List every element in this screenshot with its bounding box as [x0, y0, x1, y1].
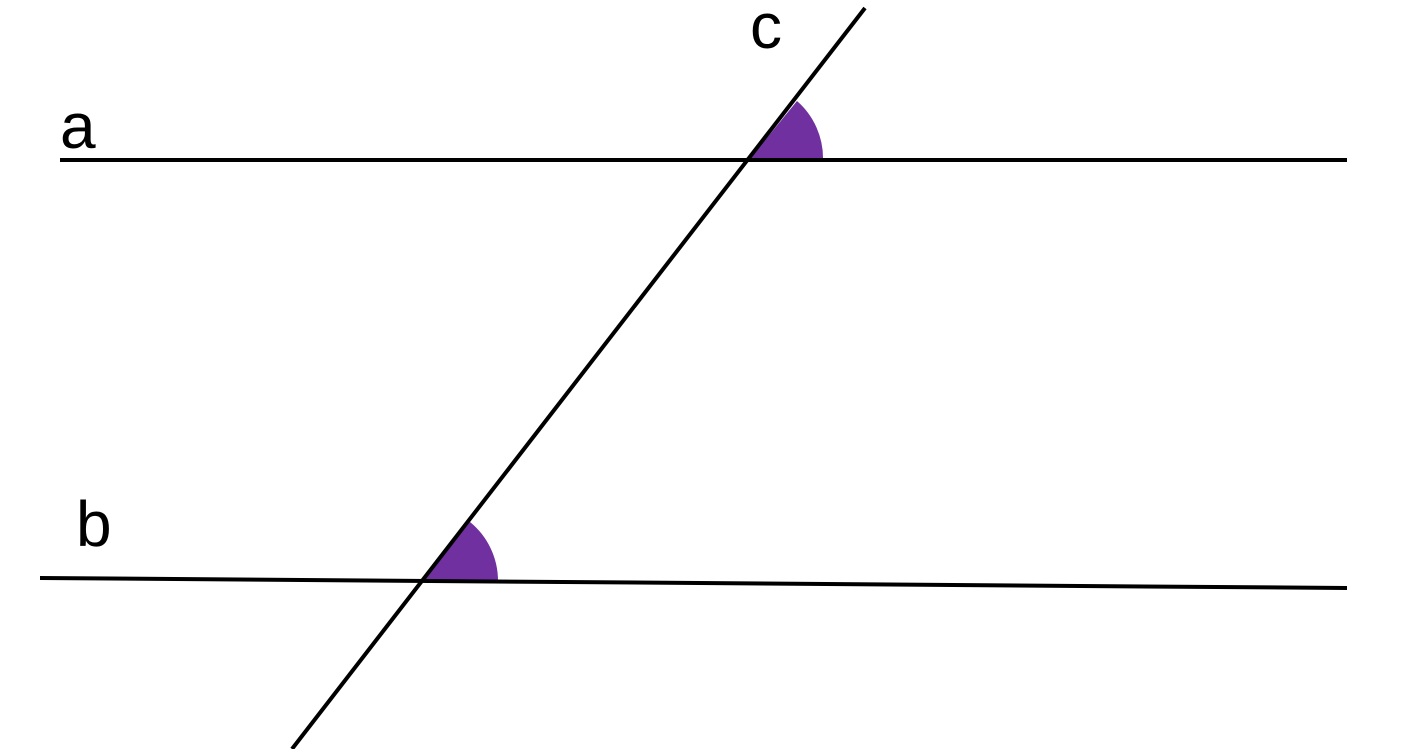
line-b [39, 576, 1348, 590]
label-line-b: b [76, 488, 112, 560]
label-line-c: c [750, 0, 782, 62]
angle-marker-at-b [424, 522, 499, 581]
line-c-transversal [290, 6, 867, 749]
angle-marker-at-a [749, 101, 824, 160]
label-line-a: a [60, 90, 96, 162]
